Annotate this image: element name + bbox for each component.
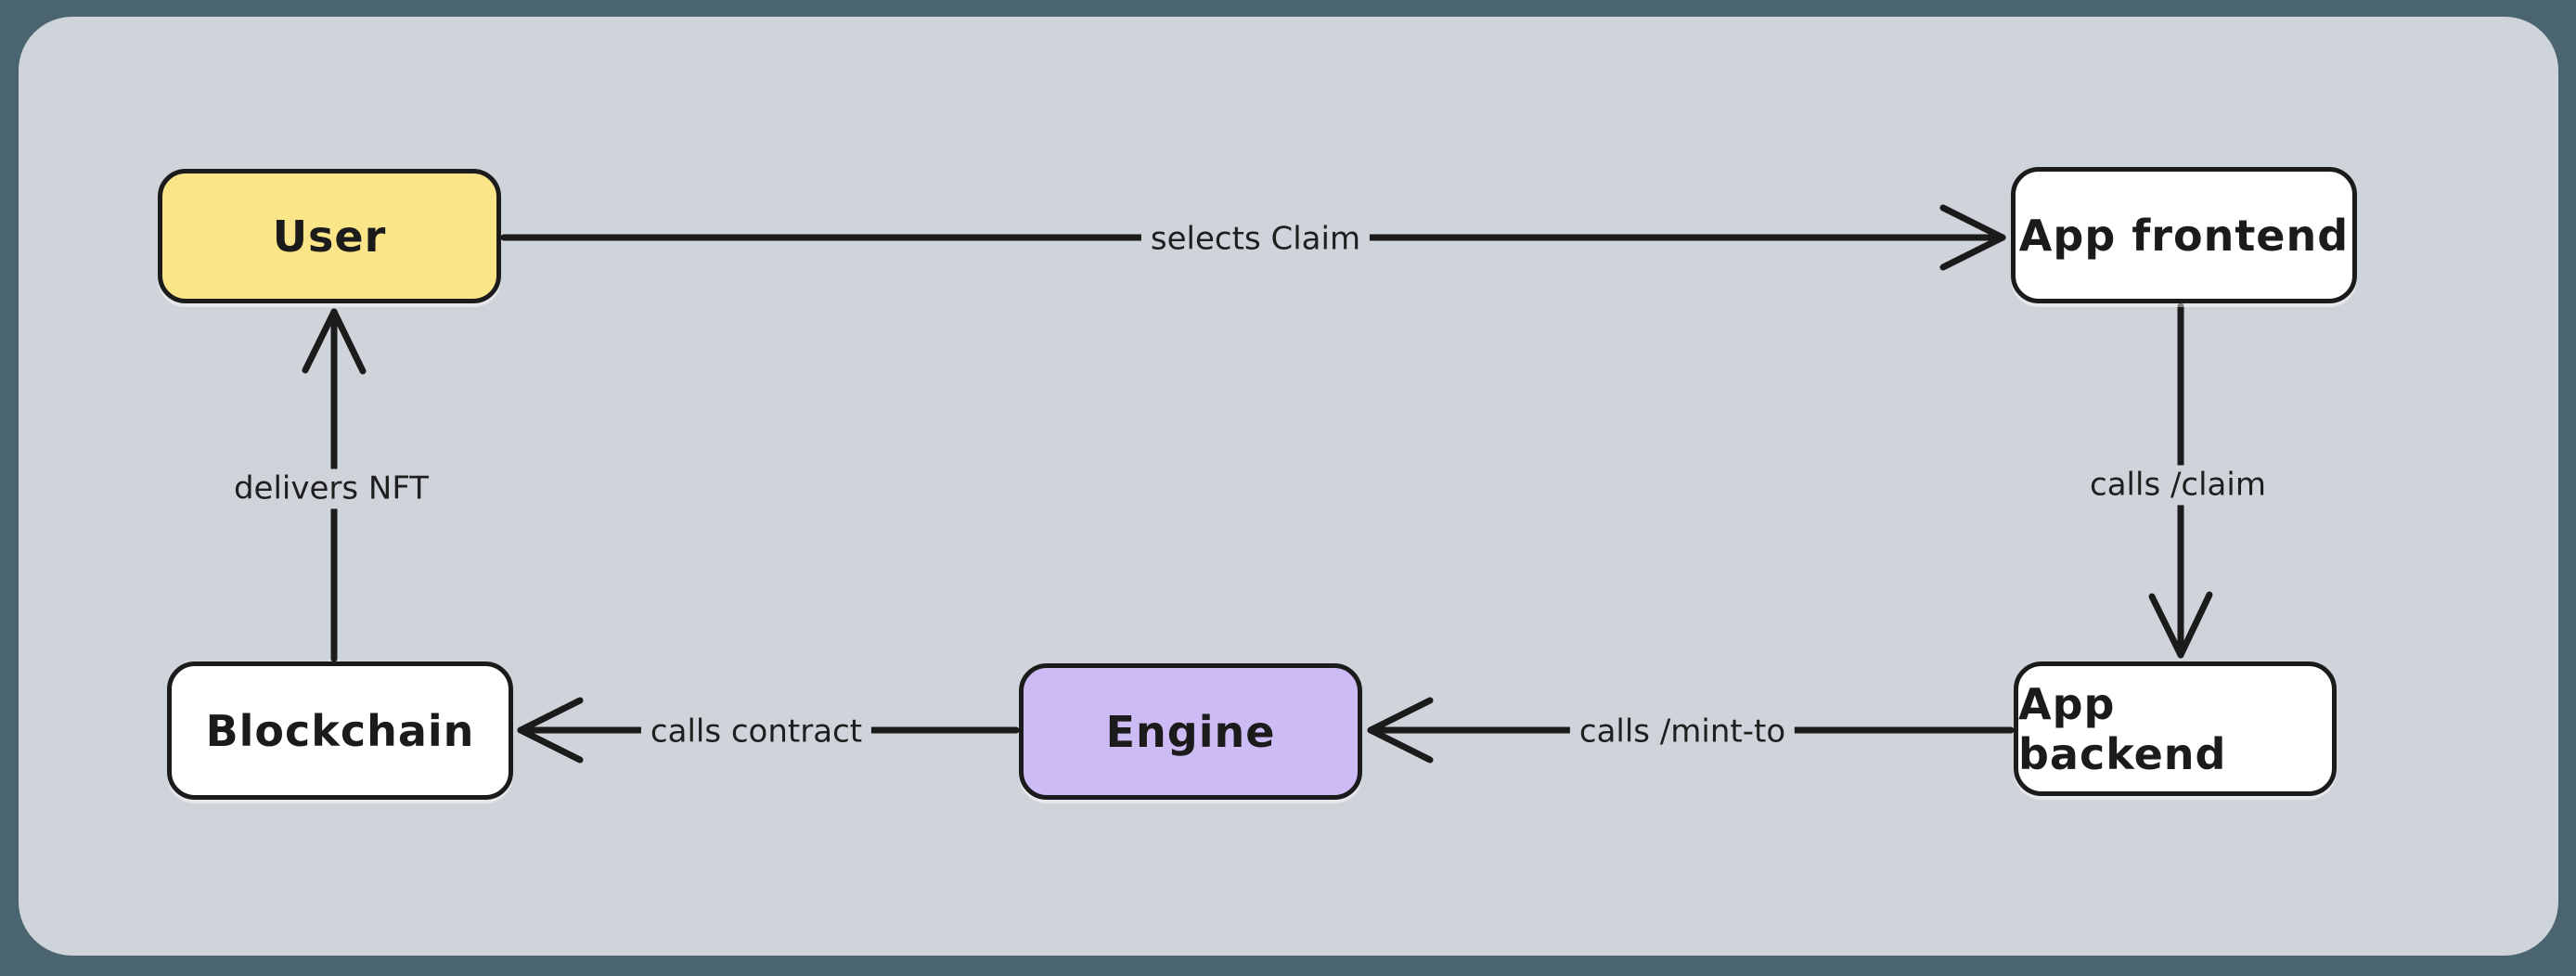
edge-label-calls-claim: calls /claim xyxy=(2080,465,2275,506)
node-app-frontend-label: App frontend xyxy=(2018,210,2350,261)
node-blockchain-label: Blockchain xyxy=(205,705,475,756)
node-app-backend: App backend xyxy=(2014,661,2337,796)
node-user: User xyxy=(158,169,501,303)
node-user-label: User xyxy=(272,211,387,262)
edge-label-selects-claim: selects Claim xyxy=(1140,219,1371,260)
edge-label-delivers-nft: delivers NFT xyxy=(224,469,439,509)
node-engine: Engine xyxy=(1019,663,1362,800)
edge-label-calls-contract: calls contract xyxy=(640,712,872,752)
node-blockchain: Blockchain xyxy=(167,661,513,800)
node-app-frontend: App frontend xyxy=(2011,167,2357,303)
node-engine-label: Engine xyxy=(1105,706,1276,757)
edge-label-calls-mint-to: calls /mint-to xyxy=(1569,712,1796,752)
node-app-backend-label: App backend xyxy=(2018,678,2227,779)
